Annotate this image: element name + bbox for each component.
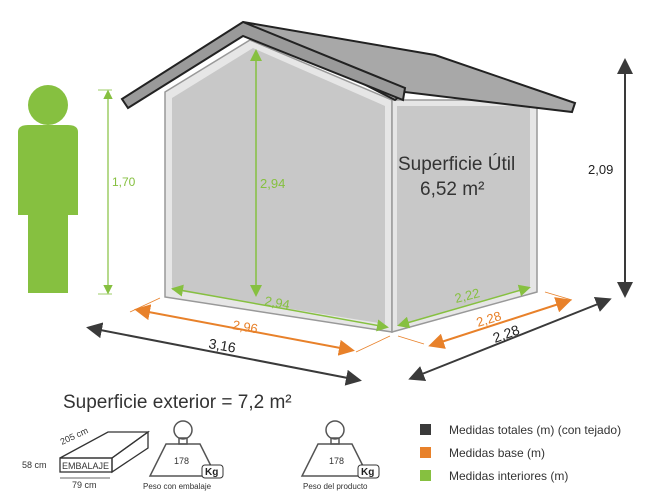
- legend-interior: Medidas interiores (m): [449, 469, 568, 483]
- weight-packed-caption: Peso con embalaje: [143, 482, 212, 491]
- weight-product-caption: Peso del producto: [303, 482, 368, 491]
- legend-swatch-base: [420, 447, 431, 458]
- roof-side: [242, 21, 577, 114]
- interior-height-label: 2,94: [260, 176, 285, 191]
- package-height: 58 cm: [22, 460, 47, 470]
- total-front-label: 3,16: [207, 335, 237, 356]
- total-height-label: 2,09: [588, 162, 613, 177]
- roof-front: [120, 20, 407, 110]
- package-length: 205 cm: [59, 425, 90, 447]
- legend: Medidas totales (m) (con tejado) Medidas…: [420, 423, 621, 483]
- package-box: [59, 430, 151, 474]
- useful-area-value: 6,52 m²: [420, 179, 484, 200]
- legend-totals: Medidas totales (m) (con tejado): [449, 423, 621, 437]
- person-silhouette: [18, 85, 78, 293]
- weight-product-value: 178: [329, 456, 344, 466]
- exterior-area-label: Superficie exterior = 7,2 m²: [63, 392, 292, 413]
- useful-area-label: Superficie Útil: [398, 153, 515, 175]
- package-width: 79 cm: [72, 480, 97, 490]
- legend-swatch-interior: [420, 470, 431, 481]
- base-side-label: 2,28: [474, 308, 503, 330]
- weight-icon: [148, 420, 370, 477]
- weight-packed-unit: Kg: [205, 467, 218, 478]
- weight-product-unit: Kg: [361, 467, 374, 478]
- person-height-label: 1,70: [112, 175, 136, 189]
- base-front-label: 2,96: [231, 317, 259, 336]
- legend-swatch-totals: [420, 424, 431, 435]
- weight-packed-value: 178: [174, 456, 189, 466]
- legend-base: Medidas base (m): [449, 446, 545, 460]
- package-label: EMBALAJE: [62, 461, 109, 471]
